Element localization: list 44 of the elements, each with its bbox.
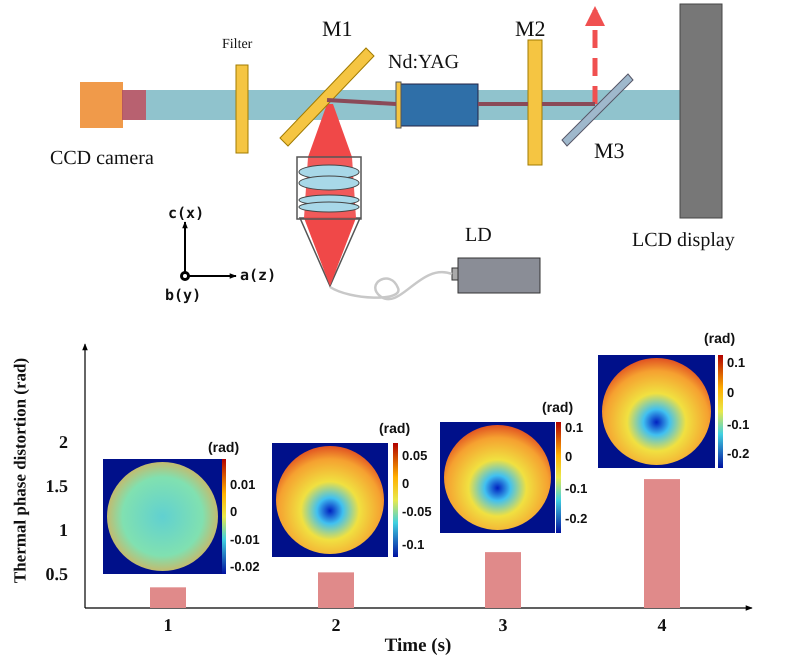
colorbar-tick-label: -0.05: [402, 505, 432, 518]
axis-tick-label: 2: [330, 616, 342, 634]
axis-tick-label: 0.5: [44, 565, 68, 583]
laser-beam: [326, 98, 396, 106]
colorbar-tick-label: 0: [727, 386, 734, 399]
component-label: Filter: [222, 38, 252, 52]
component-label: M2: [515, 18, 546, 40]
axis-tick-label: 3: [498, 616, 508, 634]
colorbar-tick-label: -0.2: [565, 512, 588, 525]
laser-beam: [478, 102, 528, 106]
component-label: Nd:YAG: [388, 52, 460, 72]
colorbar-tick-label: 0: [230, 505, 238, 518]
colorbar-tick-label: -0.1: [727, 418, 750, 431]
axis-title: Thermal phase distortion (rad): [12, 356, 28, 586]
component-label: M3: [594, 140, 625, 162]
colorbar-tick-label: 0.05: [402, 449, 428, 462]
component-label: M1: [322, 18, 353, 40]
laser-beam: [542, 102, 595, 106]
axis-label: a(z): [240, 268, 276, 283]
colorbar-unit: (rad): [208, 440, 240, 454]
colorbar-unit: (rad): [704, 331, 736, 345]
component-label: LD: [465, 225, 492, 245]
colorbar-tick-label: 0.1: [565, 421, 584, 434]
colorbar-tick-label: 0: [565, 450, 572, 463]
axis-label: b(y): [165, 288, 202, 303]
colorbar-tick-label: -0.1: [565, 482, 588, 495]
colorbar-tick-label: -0.02: [230, 560, 260, 573]
colorbar-unit: (rad): [379, 421, 410, 435]
axis-tick-label: 1: [58, 521, 68, 539]
component-label: CCD camera: [50, 148, 154, 168]
colorbar-tick-label: 0: [402, 477, 410, 490]
component-label: LCD display: [632, 230, 735, 250]
colorbar-unit: (rad): [542, 400, 574, 414]
colorbar-tick-label: -0.1: [402, 538, 424, 551]
arrow: [585, 6, 605, 104]
axis-tick-label: 4: [656, 616, 668, 634]
colorbar-tick-label: -0.2: [727, 447, 750, 460]
colorbar-tick-label: 0.01: [230, 478, 256, 491]
axis-tick-label: 2: [58, 433, 68, 451]
colorbar-tick-label: -0.01: [230, 533, 260, 546]
axis-tick-label: 1: [162, 616, 174, 634]
colorbar-tick-label: 0.1: [727, 356, 746, 369]
axis-label: c(x): [168, 206, 204, 221]
axis-title: Time (s): [384, 636, 452, 655]
